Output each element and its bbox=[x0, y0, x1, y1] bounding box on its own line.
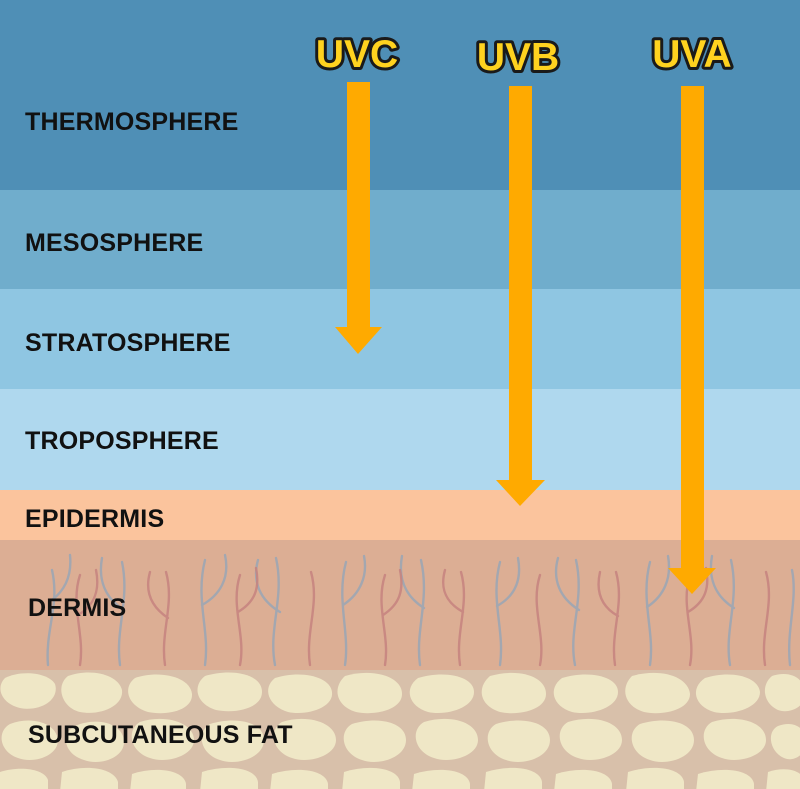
uvc-label: UVC bbox=[316, 33, 398, 76]
uva-label: UVA bbox=[652, 33, 731, 76]
layer-thermosphere: THERMOSPHERE bbox=[0, 0, 800, 190]
layer-label-subcutaneous-fat: SUBCUTANEOUS FAT bbox=[28, 721, 293, 749]
layer-label-stratosphere: STRATOSPHERE bbox=[25, 329, 231, 357]
layer-label-troposphere: TROPOSPHERE bbox=[25, 427, 219, 455]
layer-label-mesosphere: MESOSPHERE bbox=[25, 229, 204, 257]
uvc-arrow bbox=[335, 82, 382, 354]
layer-label-epidermis: EPIDERMIS bbox=[25, 505, 165, 533]
layer-stratosphere: STRATOSPHERE bbox=[0, 289, 800, 389]
uva-arrow bbox=[668, 86, 716, 594]
fat-cells bbox=[0, 672, 800, 789]
layer-label-dermis: DERMIS bbox=[28, 594, 127, 622]
layer-troposphere: TROPOSPHERE bbox=[0, 389, 800, 490]
uvb-arrow bbox=[496, 86, 545, 506]
uvb-label: UVB bbox=[477, 36, 559, 79]
layer-label-thermosphere: THERMOSPHERE bbox=[25, 108, 239, 136]
layer-mesosphere: MESOSPHERE bbox=[0, 190, 800, 289]
